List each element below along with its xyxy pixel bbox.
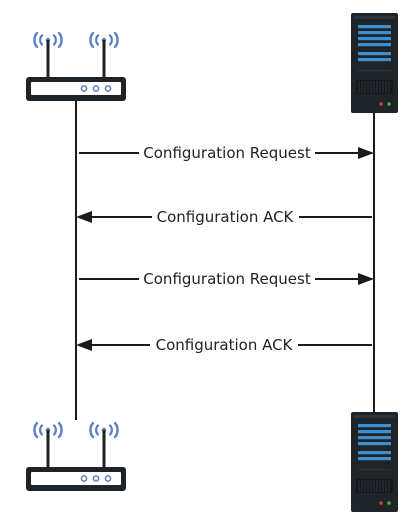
message-label-bg [139,143,315,163]
server-tower-icon [350,12,399,114]
message-label: Configuration Request [143,144,311,162]
wireless-router-icon [24,421,128,493]
message-label: Configuration ACK [156,336,294,354]
message-label-bg [152,207,299,227]
message-label: Configuration Request [143,270,311,288]
message-label-bg [150,335,298,355]
message-label-bg [139,269,315,289]
wireless-router-icon [24,31,128,103]
server-tower-icon [350,411,399,513]
message-label: Configuration ACK [157,208,295,226]
